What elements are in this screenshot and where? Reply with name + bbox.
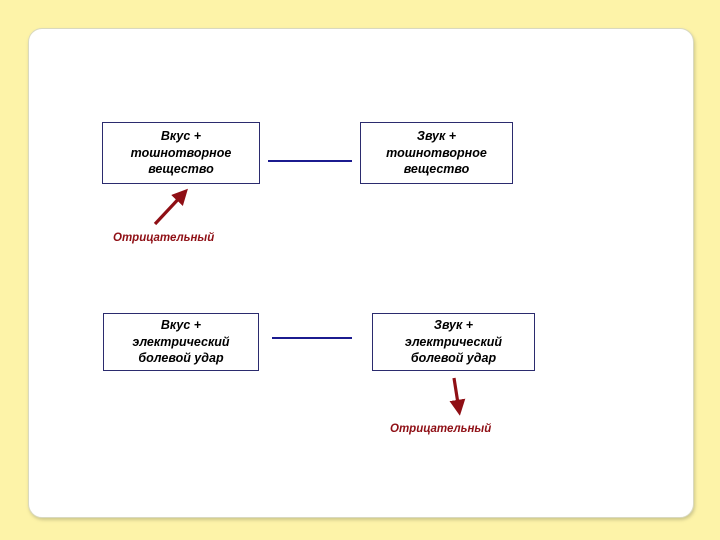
- node-sound-nausea[interactable]: Звук + тошнотворное вещество: [360, 122, 513, 184]
- node-taste-nausea[interactable]: Вкус + тошнотворное вещество: [102, 122, 260, 184]
- node-sound-shock-label: Звук + электрический болевой удар: [404, 318, 503, 366]
- node-sound-nausea-label: Звук + тошнотворное вещество: [386, 129, 487, 177]
- node-taste-shock[interactable]: Вкус + электрический болевой удар: [103, 313, 259, 371]
- connector-line-top: [268, 160, 352, 162]
- arrow-down-icon: [449, 377, 466, 416]
- node-sound-shock[interactable]: Звук + электрический болевой удар: [372, 313, 535, 371]
- slide-panel: [28, 28, 694, 518]
- node-taste-shock-label: Вкус + электрический болевой удар: [132, 318, 230, 366]
- label-negative-top: Отрицательный: [113, 232, 215, 244]
- arrow-up-right-icon: [153, 188, 188, 226]
- label-negative-bottom: Отрицательный: [390, 423, 492, 435]
- connector-line-bottom: [272, 337, 352, 339]
- node-taste-nausea-label: Вкус + тошнотворное вещество: [130, 129, 232, 177]
